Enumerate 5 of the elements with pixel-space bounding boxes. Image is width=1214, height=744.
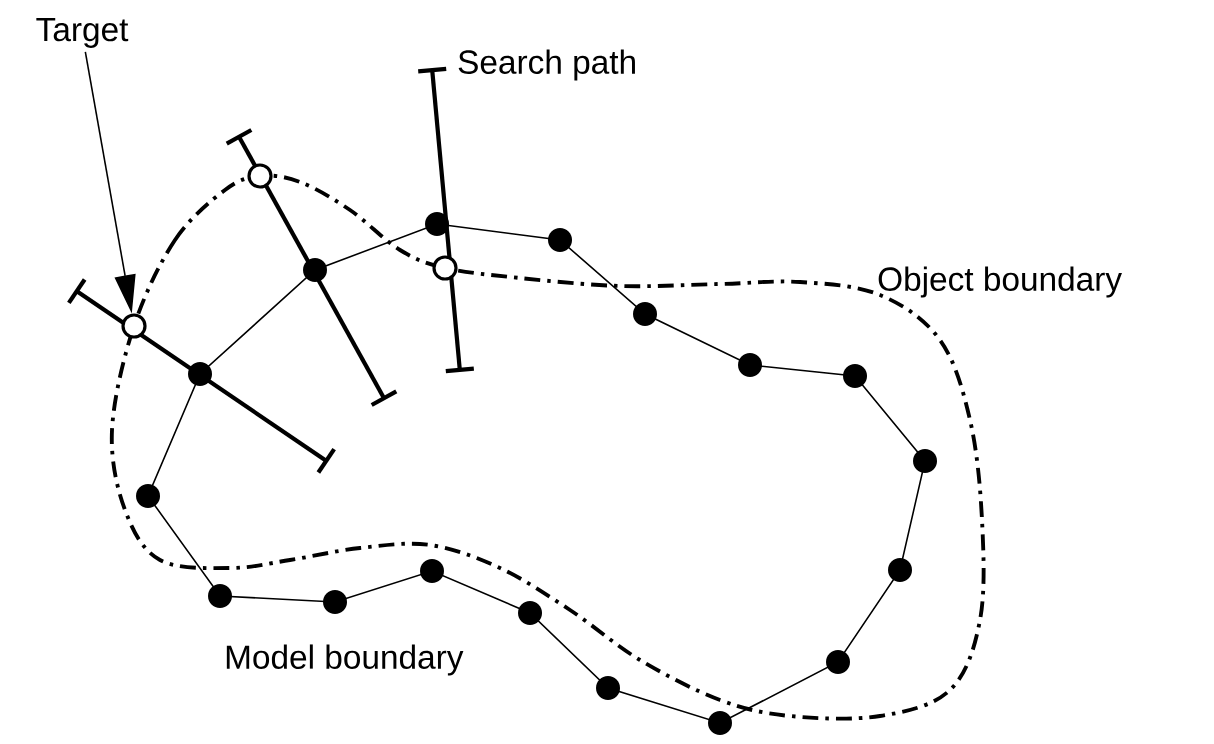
callout-label: Object boundary (878, 266, 1122, 298)
target-label: Target (36, 18, 129, 48)
target-point (121, 313, 147, 339)
callout-label: Model boundary (226, 644, 464, 676)
callout-label: Search path (458, 49, 635, 81)
